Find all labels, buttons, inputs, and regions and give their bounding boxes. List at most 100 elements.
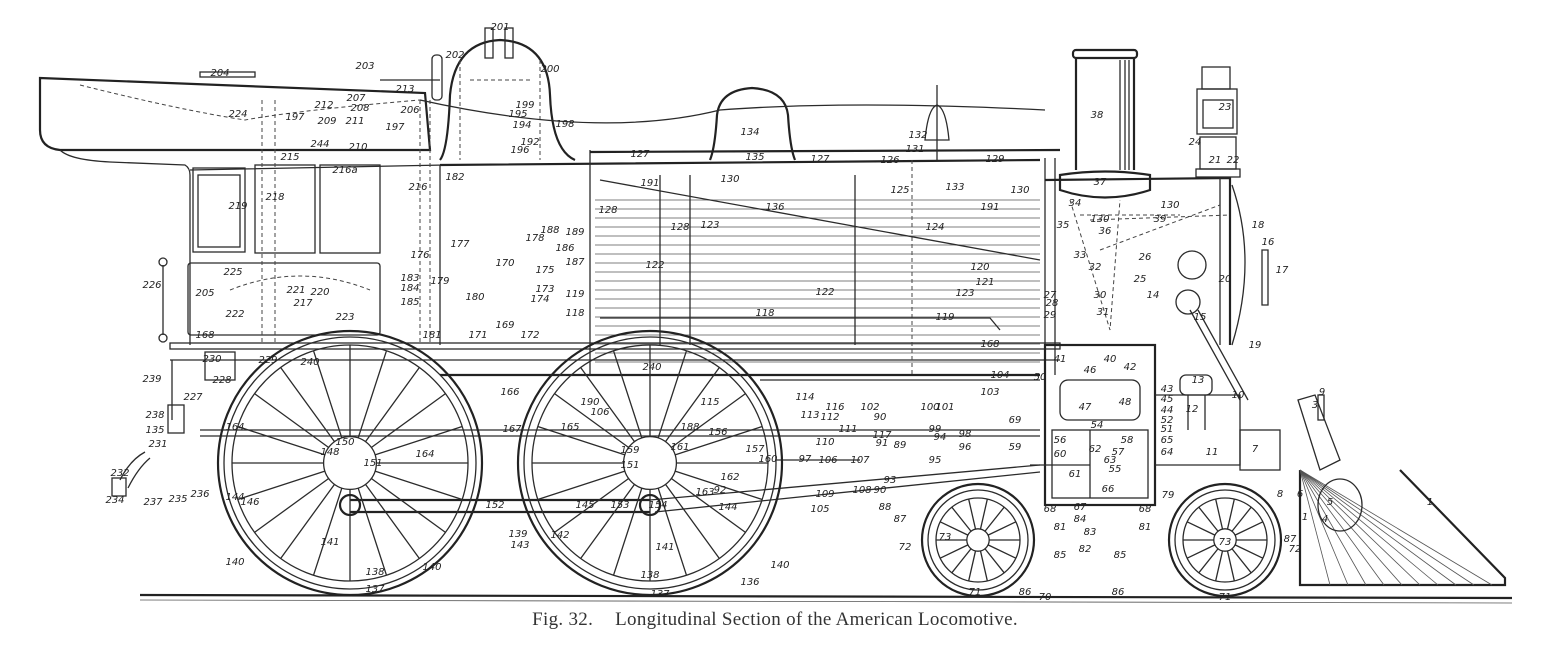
part-label: 87	[894, 514, 907, 525]
part-label: 117	[872, 430, 892, 441]
part-label: 1	[1302, 512, 1308, 523]
part-label: 169	[495, 320, 514, 331]
cowcatcher-bars	[1299, 469, 1493, 586]
part-label: 95	[929, 455, 942, 466]
part-label: 23	[1219, 102, 1232, 113]
part-label: 130	[1010, 185, 1029, 196]
part-label: 137	[365, 584, 385, 595]
part-label: 200	[540, 64, 559, 75]
part-label: 227	[183, 392, 203, 403]
part-label: 240	[300, 357, 319, 368]
part-label: 62	[1089, 444, 1102, 455]
part-label: 173	[535, 284, 554, 295]
wheel-spoke	[1231, 548, 1252, 574]
part-label: 25	[1134, 274, 1147, 285]
part-label: 70	[1039, 592, 1052, 603]
part-label: 141	[320, 537, 339, 548]
part-label: 182	[445, 172, 464, 183]
part-label: 133	[945, 182, 964, 193]
wheel-spoke	[657, 487, 688, 576]
part-label: 83	[1084, 527, 1097, 538]
sand-dome	[708, 86, 797, 161]
part-label: 197	[285, 112, 305, 123]
part-label: 58	[1121, 435, 1134, 446]
part-label: 238	[145, 410, 164, 421]
wheel-spoke	[674, 425, 763, 456]
wheel-spoke	[987, 544, 1017, 559]
wheel-spoke	[987, 521, 1017, 536]
part-label: 71	[1219, 592, 1232, 603]
wheel-spoke	[664, 483, 720, 559]
part-label: 26	[1139, 252, 1152, 263]
part-label: 192	[520, 137, 539, 148]
part-label: 102	[860, 402, 879, 413]
part-label: 181	[422, 330, 441, 341]
part-label: 222	[225, 309, 244, 320]
part-label: 126	[880, 155, 899, 166]
part-label: 140	[422, 562, 441, 573]
part-label: 210	[348, 142, 367, 153]
part-label: 224	[228, 109, 247, 120]
wheel-spoke	[1215, 498, 1224, 530]
part-label: 85	[1054, 550, 1067, 561]
part-label: 191	[980, 202, 999, 213]
part-label: 130	[720, 174, 739, 185]
part-label: 179	[430, 276, 449, 287]
part-label: 31	[1097, 307, 1110, 318]
part-label: 93	[884, 475, 897, 486]
part-label: 140	[770, 560, 789, 571]
part-label: 174	[530, 294, 549, 305]
part-label: 103	[980, 387, 999, 398]
wheel-spoke	[968, 498, 977, 530]
part-label: 125	[890, 185, 909, 196]
part-label: 130	[1090, 214, 1109, 225]
part-label: 234	[105, 495, 124, 506]
part-label: 51	[1161, 424, 1174, 435]
part-label: 13	[1192, 375, 1205, 386]
part-label: 240	[642, 362, 661, 373]
wheel-spoke	[312, 487, 343, 576]
part-label: 96	[959, 442, 972, 453]
part-label: 228	[212, 375, 231, 386]
part-label: 190	[580, 397, 599, 408]
part-label: 164	[415, 449, 434, 460]
part-label: 145	[575, 500, 594, 511]
part-label: 198	[555, 119, 574, 130]
part-label: 82	[1079, 544, 1092, 555]
part-label: 30	[1094, 290, 1107, 301]
wheel-spoke	[1231, 506, 1252, 532]
part-label: 27	[1044, 290, 1057, 301]
driving-wheel-rear	[216, 329, 484, 597]
part-label: 203	[355, 61, 374, 72]
wheel-spoke	[674, 470, 763, 501]
part-label: 90	[874, 412, 887, 423]
part-label: 177	[450, 239, 470, 250]
part-label: 16	[1262, 237, 1275, 248]
part-label: 14	[1147, 290, 1160, 301]
wheel-spoke	[537, 470, 626, 501]
part-label: 191	[640, 178, 659, 189]
pilot-bar	[1299, 469, 1421, 586]
part-label: 109	[815, 489, 834, 500]
part-label: 212	[314, 100, 333, 111]
part-label: 73	[939, 532, 952, 543]
part-label: 6	[1297, 489, 1303, 500]
part-label: 97	[799, 454, 812, 465]
part-label: 36	[1099, 226, 1112, 237]
part-label: 130	[1160, 200, 1179, 211]
part-label: 180	[465, 292, 484, 303]
part-label: 144	[225, 492, 244, 503]
part-label: 188	[680, 422, 699, 433]
part-label: 19	[1249, 340, 1262, 351]
boiler	[439, 148, 1061, 377]
part-label: 89	[894, 440, 907, 451]
part-label: 168	[195, 330, 214, 341]
part-label: 115	[700, 397, 719, 408]
part-label: 60	[1054, 449, 1067, 460]
part-label: 244	[310, 139, 329, 150]
part-label: 81	[1054, 522, 1067, 533]
part-label: 46	[1084, 365, 1097, 376]
wheel-spoke	[979, 550, 988, 582]
part-label: 184	[400, 283, 419, 294]
wheel-spoke	[1234, 544, 1264, 559]
